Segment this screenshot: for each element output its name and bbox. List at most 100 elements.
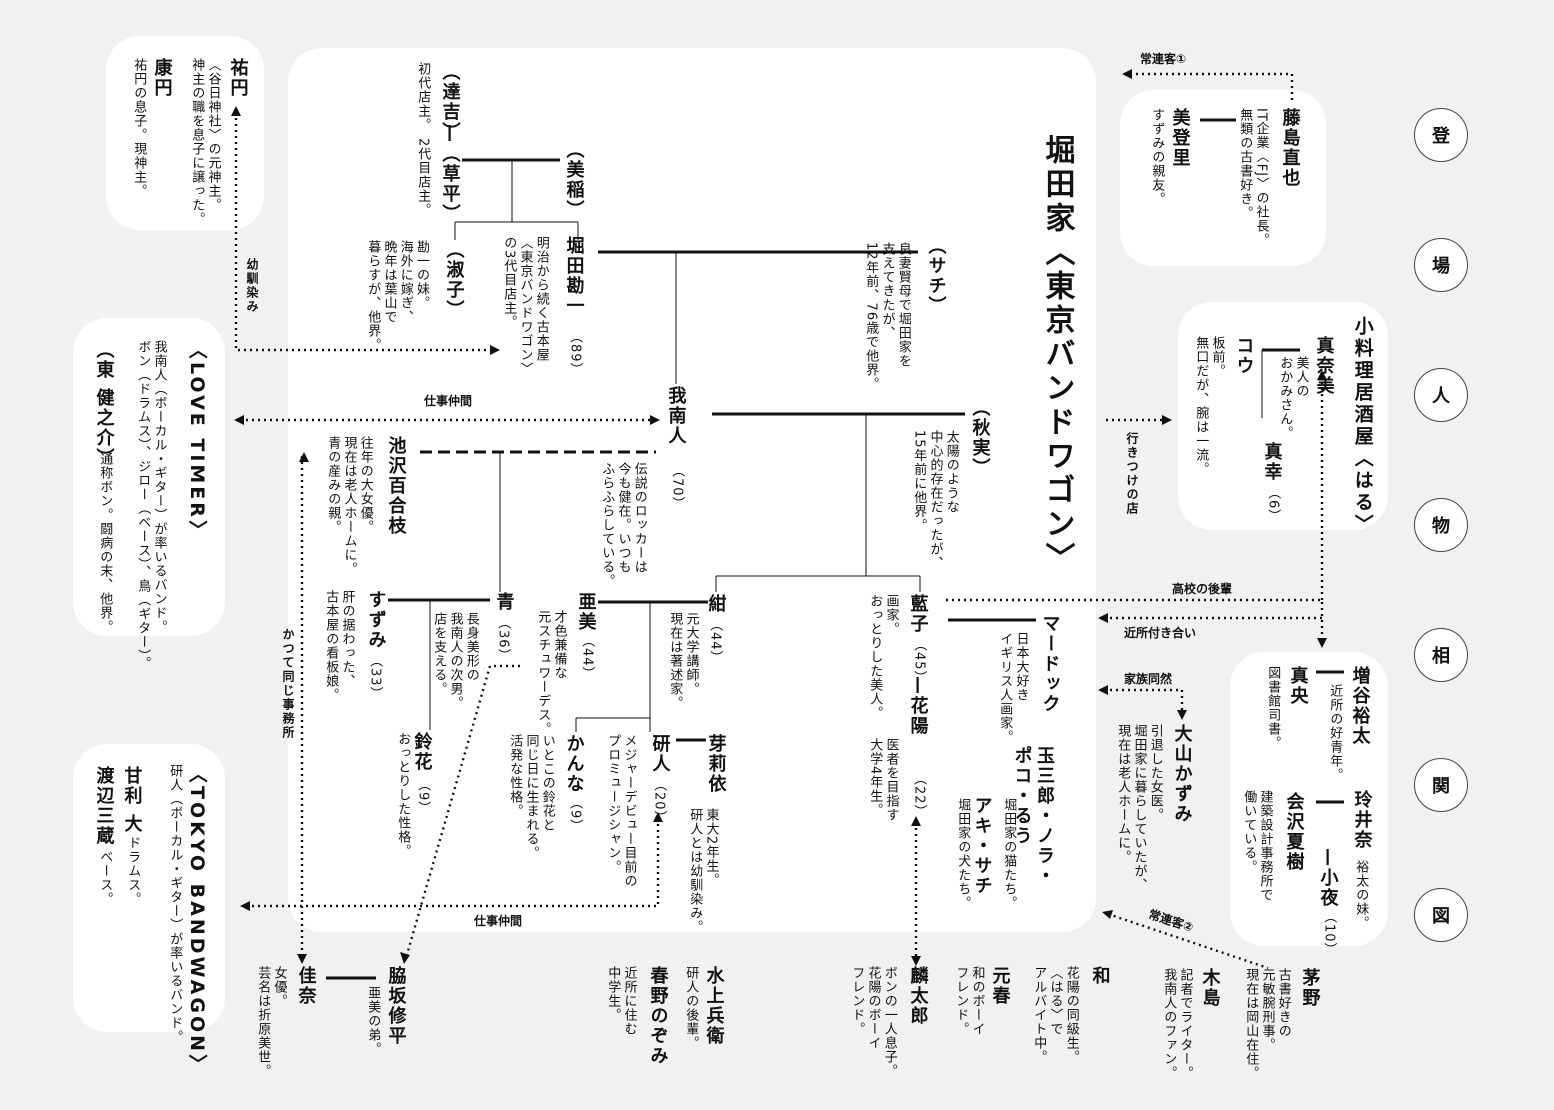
kou-name: コウ (1233, 336, 1255, 376)
sachi-desc: 良妻賢母で堀田家を 支えてきたが、 12年前、76歳で他界。 (863, 242, 911, 392)
label-ikitsuke: 行きつけの店 (1125, 432, 1139, 516)
tokyo-bandwagon-box (73, 744, 225, 1032)
label-regular1: 常連客① (1140, 52, 1187, 66)
cats-desc: 堀田家の猫たち。 (1001, 798, 1017, 910)
suzuka-age: （9） (415, 778, 431, 816)
minakami-desc: 研人の後輩。 (683, 966, 699, 1050)
kon-name: 紺 (705, 594, 727, 614)
yurie-desc: 往年の大女優。 現在は老人ホームに。 青の産みの親。 (325, 436, 373, 576)
side-title-char: 場 (1414, 238, 1468, 292)
koen-desc: 祐円の息子。現神主。 (131, 58, 147, 198)
label-shigoto2: 仕事仲間 (474, 914, 523, 928)
oyama-name: 大山かずみ (1171, 724, 1193, 824)
rintaro-desc: ボンの一人息子。 花陽のボーイ フレンド。 (849, 966, 897, 1078)
aizawa-name: 会沢夏樹 (1283, 792, 1305, 872)
suzumi-age: （33） (367, 654, 383, 701)
masayuki-age: （6） (1265, 486, 1281, 524)
ao-name: 青 (493, 592, 515, 612)
family-panel (288, 48, 1096, 932)
love-timer-desc: 我南人（ボーカル・ギター）が率いるバンド。 ボン（ドラムス）、ジロー（ベース）、… (135, 340, 167, 671)
motoharu-name: 元春 (989, 966, 1011, 1006)
aiko-age: （45） (911, 638, 927, 685)
masayuki-name: 真幸 (1261, 442, 1283, 482)
love-timer-box (73, 318, 225, 636)
watanabe-name: 渡辺三蔵 (93, 766, 115, 846)
amari-desc: ドラムス。 (125, 836, 141, 906)
bon-name: （東 健之介） (93, 340, 115, 469)
kento-name: 研人 (649, 734, 671, 774)
suzuka-desc: おっとりした性格。 (395, 732, 411, 858)
masutani-desc: 近所の好青年。 (1327, 684, 1343, 782)
page-title: 堀田家〈東京バンドワゴン〉 (1039, 134, 1075, 576)
meri-desc: 東大2年生。 研人とは幼馴染み。 (687, 808, 719, 934)
aiko-name: 藍子 (907, 594, 929, 634)
ami-age: （44） (579, 634, 595, 681)
ao-desc: 長身美形の 我南人の次男。 店を支える。 (431, 612, 479, 710)
kijima-name: 木島 (1199, 968, 1221, 1008)
sayo-age: （10） (1321, 910, 1337, 957)
meri-name: 芽莉依 (705, 734, 727, 794)
sohei-desc: 2代目店主。 (415, 138, 431, 218)
yuen-desc: 〈谷日神社〉の元神主。 神主の職を息子に譲った。 (189, 58, 221, 226)
love-timer-title: 〈LOVE TIMER〉 (185, 340, 208, 542)
minakami-name: 水上兵衛 (703, 966, 725, 1046)
tatsukichi-name: （達吉） (439, 62, 461, 142)
yoshiko-name: （淑子） (443, 240, 465, 320)
side-title-char: 相 (1414, 628, 1468, 682)
ami-name: 亜美 (575, 592, 597, 632)
ami-desc: 才色兼備な 元スチュワーデス。 (535, 610, 567, 736)
kanichi-desc: 明治から続く古本屋 〈東京バンドワゴン〉 の3代目店主。 (501, 236, 549, 376)
manami-name: 真奈美 (1313, 336, 1335, 396)
kento-desc: メジャーデビュー目前の プロミュージシャン。 (605, 734, 637, 888)
reina-name: 玲井奈 (1351, 790, 1373, 850)
koen-name: 康円 (151, 58, 173, 98)
yoshiko-desc: 勘一の妹。 海外に嫁ぎ、 晩年は葉山で 暮らすが、他界。 (365, 240, 429, 352)
aiko-desc: 画家。 おっとりした美人。 (867, 594, 899, 720)
kanichi-name: 堀田勘一 (563, 236, 585, 316)
kayo-name: —花陽 (907, 676, 929, 736)
sohei-name: —（草平） (439, 124, 461, 224)
mao-name: 真央 (1287, 666, 1309, 706)
dogs-name: アキ・サチ (971, 796, 993, 896)
masutani-box (1230, 652, 1388, 946)
label-katsute: かつて同じ事務所 (281, 628, 295, 740)
tb-desc: 研人（ボーカル・ギター）が率いるバンド。 (167, 764, 183, 1044)
murdoch-name: マードック (1039, 614, 1061, 714)
shrine-box (106, 36, 264, 230)
haru-box (1178, 302, 1388, 530)
kou-desc: 板前。 無口だが、腕は一流。 (1193, 336, 1225, 476)
kanna-desc: いとこの鈴花と 同じ日に生まれる。 活発な性格。 (507, 734, 555, 860)
ganto-name: 我南人 (665, 386, 687, 446)
kijima-desc: 記者でライター。 我南人のファン。 (1161, 968, 1193, 1080)
yuen-name: 祐円 (227, 58, 249, 98)
mine-name: （美稲） (563, 140, 585, 220)
haru-title: 小料理居酒屋〈はる〉 (1351, 316, 1374, 536)
kon-age: （44） (707, 618, 723, 665)
kento-age: （20） (651, 778, 667, 825)
nozomi-desc: 近所に住む 中学生。 (605, 966, 637, 1036)
rintaro-name: 麟太郎 (907, 966, 929, 1026)
label-shigoto1: 仕事仲間 (424, 394, 473, 408)
ao-age: （36） (495, 616, 511, 663)
nozomi-name: 春野のぞみ (647, 966, 669, 1066)
wakisaka-name: 脇坂修平 (385, 966, 407, 1046)
label-kazoku: 家族同然 (1124, 672, 1173, 686)
tb-title: 〈TOKYO BANDWAGON〉 (185, 764, 208, 1076)
side-title-char: 図 (1414, 888, 1468, 942)
midori-desc: すずみの親友。 (1149, 108, 1165, 206)
sayo-name: —小夜 (1317, 848, 1339, 908)
side-title-char: 関 (1414, 758, 1468, 812)
label-kinjo: 近所付き合い (1124, 626, 1197, 640)
suzumi-desc: 肝の据わった、 古本屋の看板娘。 (323, 590, 355, 702)
label-koukou: 高校の後輩 (1172, 582, 1233, 596)
akimi-desc: 太陽のような 中心的存在だったが、 15年前に他界。 (911, 430, 959, 570)
kayo-desc: 医者を目指す 大学4年生。 (867, 738, 899, 822)
kanna-name: かんな (563, 734, 585, 794)
sachi-name: （サチ） (925, 236, 947, 316)
manami-desc: 美人の おかみさん。 (1277, 356, 1309, 440)
kazu-desc: 花陽の同級生。 〈はる〉で アルバイト中。 (1031, 966, 1079, 1064)
murdoch-desc: 日本大好き イギリス人画家。 (997, 632, 1029, 744)
akimi-name: （秋実） (969, 398, 991, 478)
amari-name: 甘利 大 (121, 766, 143, 835)
